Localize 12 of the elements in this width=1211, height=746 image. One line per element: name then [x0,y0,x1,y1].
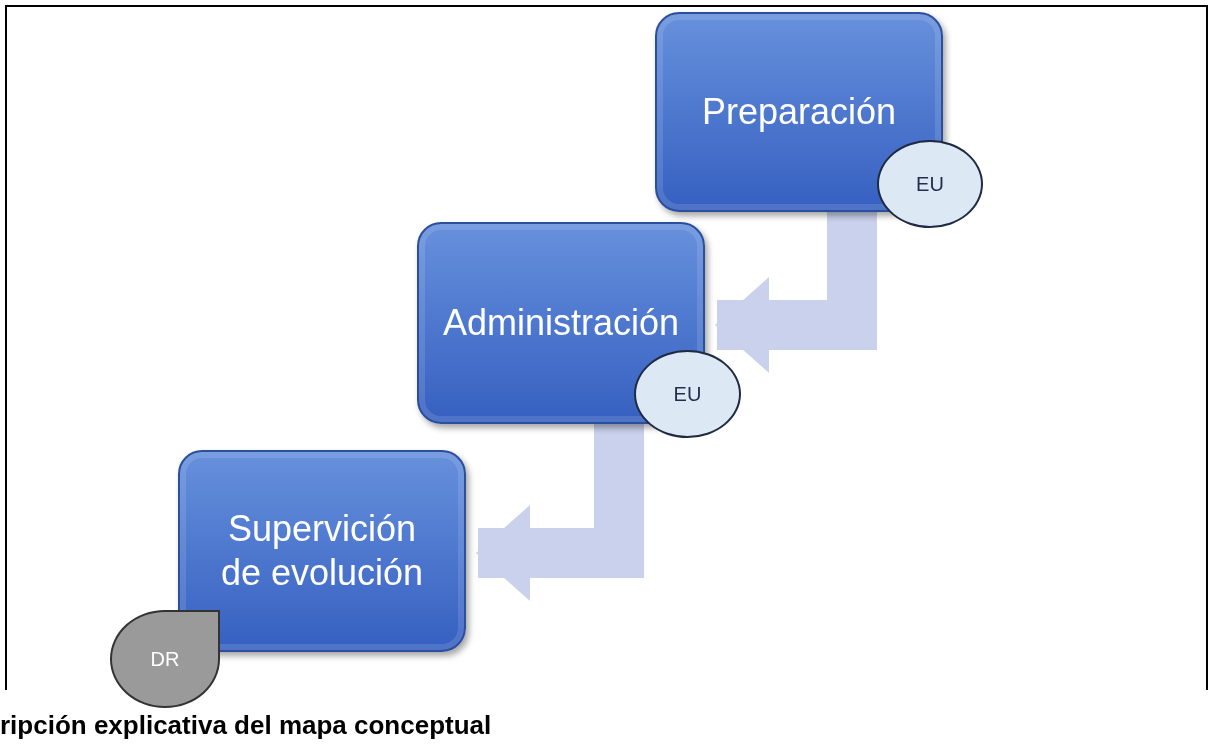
node-label: Supervición de evolución [220,507,424,595]
node-label: Administración [442,301,680,345]
node-label: EU [916,172,944,197]
caption: ripción explicativa del mapa conceptual [0,709,492,742]
node-label: Preparación [701,90,897,134]
process-box [655,12,943,212]
process-box [178,450,466,652]
node-label: DR [150,647,180,672]
bent-arrow [715,212,877,373]
process-box [417,222,705,424]
node-label: EU [673,382,702,407]
bent-arrow [476,424,644,601]
